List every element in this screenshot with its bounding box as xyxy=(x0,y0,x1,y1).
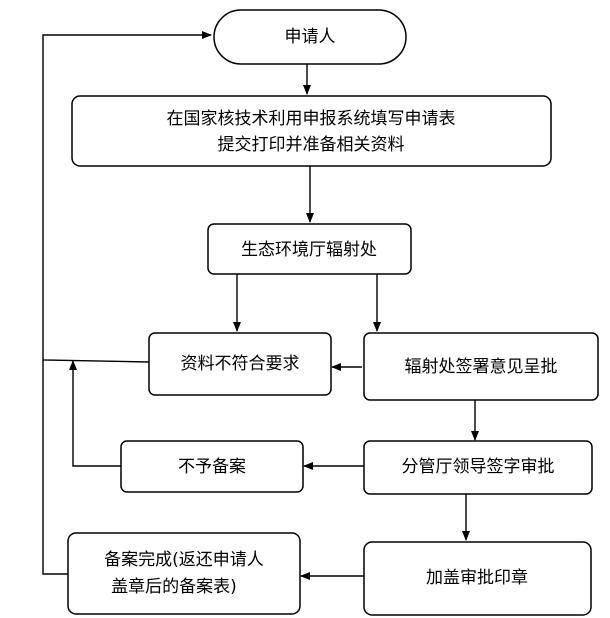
node-env-dept-label: 生态环境厅辐射处 xyxy=(241,240,377,260)
node-incomplete-label: 资料不符合要求 xyxy=(181,354,300,374)
node-applicant: 申请人 xyxy=(213,9,407,65)
node-stamp: 加盖审批印章 xyxy=(363,541,592,616)
node-done-line1: 备案完成(返还申请人 xyxy=(104,550,264,570)
node-done: 备案完成(返还申请人 盖章后的备案表) xyxy=(67,532,301,615)
node-fill-form-line1: 在国家核技术利用申报系统填写申请表 xyxy=(167,109,456,129)
node-done-line2: 盖章后的备案表) xyxy=(111,577,237,597)
node-not-filed: 不予备案 xyxy=(120,440,304,493)
node-stamp-label: 加盖审批印章 xyxy=(426,568,528,588)
edge-incomplete-to-applicant-loop xyxy=(42,31,212,363)
node-fill-form: 在国家核技术利用申报系统填写申请表 提交打印并准备相关资料 xyxy=(71,95,552,167)
node-fill-form-line2: 提交打印并准备相关资料 xyxy=(218,135,405,155)
node-radiation-sign: 辐射处签署意见呈批 xyxy=(363,332,599,401)
node-radiation-sign-label: 辐射处签署意见呈批 xyxy=(405,357,558,377)
node-env-dept: 生态环境厅辐射处 xyxy=(207,223,412,275)
node-leader-sign: 分管厅领导签字审批 xyxy=(363,440,593,495)
edge-done-to-applicant-loop xyxy=(42,360,68,575)
edge-not-filed-to-resubmit xyxy=(69,360,121,467)
node-leader-sign-label: 分管厅领导签字审批 xyxy=(402,457,555,477)
node-incomplete: 资料不符合要求 xyxy=(148,332,332,396)
node-applicant-label: 申请人 xyxy=(285,27,336,47)
node-not-filed-label: 不予备案 xyxy=(178,457,246,477)
